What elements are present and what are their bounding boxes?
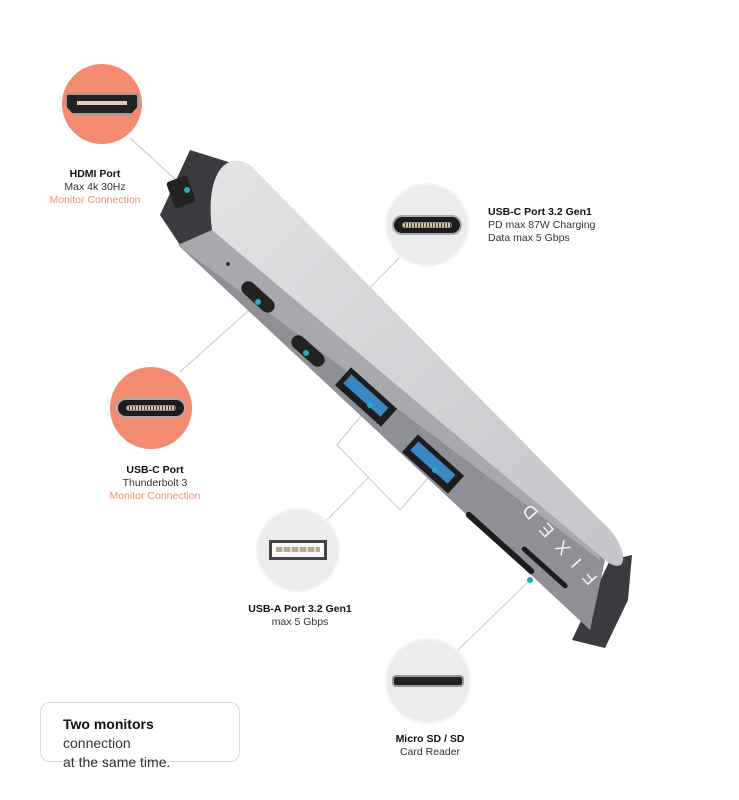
usbc-tb-label: USB-C Port Thunderbolt 3 Monitor Connect… bbox=[95, 464, 215, 503]
usb-c-port-icon bbox=[392, 215, 462, 235]
usb-c-port-icon bbox=[116, 398, 186, 418]
hdmi-callout-circle bbox=[62, 64, 142, 144]
sd-callout-circle bbox=[387, 640, 469, 722]
usb-a-port-icon bbox=[269, 540, 327, 560]
usbc-tb-highlight: Monitor Connection bbox=[109, 490, 201, 502]
usbc-tb-spec: Thunderbolt 3 bbox=[122, 477, 188, 489]
usba-label: USB-A Port 3.2 Gen1 max 5 Gbps bbox=[235, 603, 365, 629]
hdmi-title: HDMI Port bbox=[69, 168, 121, 180]
usbc-pd-spec-1: PD max 87W Charging bbox=[488, 219, 596, 231]
usba-spec: max 5 Gbps bbox=[271, 616, 329, 628]
usbc-pd-title: USB-C Port 3.2 Gen1 bbox=[488, 206, 592, 218]
sd-card-slot-icon bbox=[392, 675, 464, 687]
sd-label: Micro SD / SD Card Reader bbox=[380, 733, 480, 759]
note-rest: connection bbox=[63, 735, 131, 751]
usba-callout-circle bbox=[258, 510, 338, 590]
hdmi-spec: Max 4k 30Hz bbox=[64, 181, 126, 193]
usbc-pd-label: USB-C Port 3.2 Gen1 PD max 87W Charging … bbox=[488, 206, 628, 245]
usba-title: USB-A Port 3.2 Gen1 bbox=[248, 603, 352, 615]
usbc-tb-callout-circle bbox=[110, 367, 192, 449]
two-monitors-note: Two monitors connection at the same time… bbox=[40, 702, 240, 770]
note-bold: Two monitors bbox=[63, 716, 154, 732]
hdmi-label: HDMI Port Max 4k 30Hz Monitor Connection bbox=[40, 168, 150, 207]
usbc-pd-callout-circle bbox=[387, 185, 467, 265]
usbc-pd-spec-2: Data max 5 Gbps bbox=[488, 232, 570, 244]
hdmi-highlight: Monitor Connection bbox=[49, 194, 141, 206]
sd-title: Micro SD / SD bbox=[395, 733, 465, 745]
hdmi-port-icon bbox=[65, 93, 139, 115]
usbc-tb-title: USB-C Port bbox=[126, 464, 184, 476]
note-line2: at the same time. bbox=[63, 754, 171, 770]
sd-spec: Card Reader bbox=[399, 746, 461, 758]
